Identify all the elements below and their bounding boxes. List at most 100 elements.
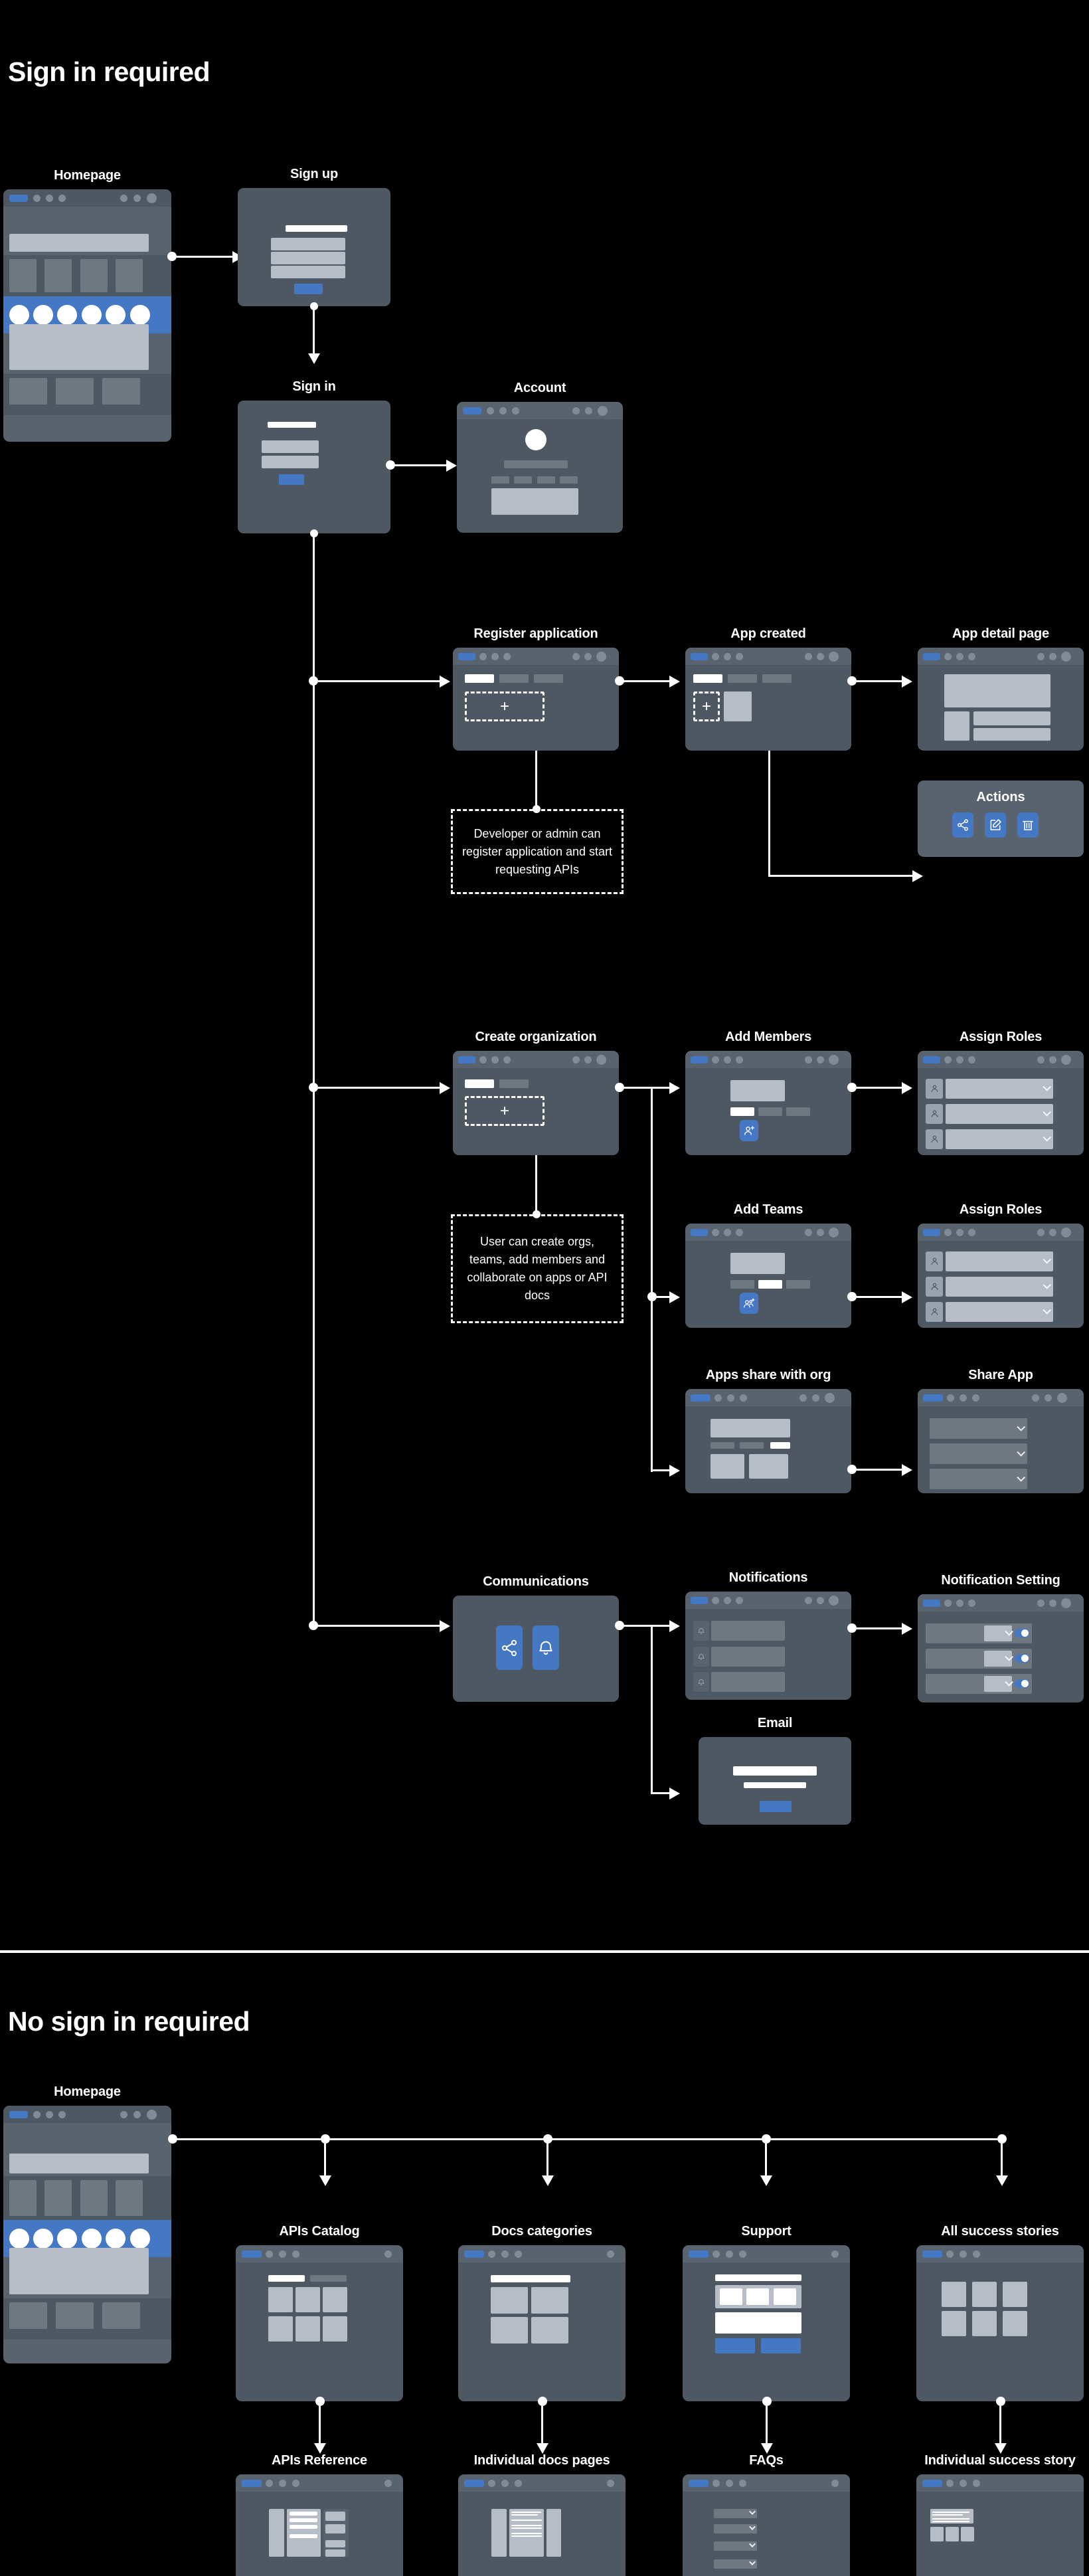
- notification-item[interactable]: [711, 1647, 785, 1667]
- notification-item[interactable]: [711, 1672, 785, 1692]
- node-communications[interactable]: Communications: [453, 1574, 619, 1702]
- tab[interactable]: [786, 1107, 810, 1116]
- node-notification-setting[interactable]: Notification Setting: [918, 1573, 1084, 1702]
- setting-select[interactable]: [984, 1676, 1012, 1692]
- node-assign-roles-teams[interactable]: Assign Roles: [918, 1202, 1084, 1328]
- story-card[interactable]: [942, 2311, 966, 2336]
- node-app-detail-page[interactable]: App detail page: [918, 626, 1084, 751]
- app-card[interactable]: [749, 1454, 788, 1479]
- api-card[interactable]: [268, 2287, 293, 2312]
- delete-icon[interactable]: [1017, 812, 1039, 838]
- node-actions[interactable]: Actions: [918, 781, 1084, 857]
- setting-row[interactable]: [926, 1623, 1032, 1643]
- add-organization-slot[interactable]: +: [465, 1096, 544, 1126]
- node-apps-share-with-org[interactable]: Apps share with org: [685, 1368, 851, 1493]
- node-email[interactable]: Email: [699, 1716, 851, 1825]
- edit-icon[interactable]: [985, 812, 1006, 838]
- api-card[interactable]: [323, 2287, 347, 2312]
- api-card[interactable]: [268, 2316, 293, 2342]
- node-account[interactable]: Account: [457, 381, 623, 533]
- api-card[interactable]: [323, 2316, 347, 2342]
- node-individual-docs-pages[interactable]: Individual docs pages: [458, 2453, 626, 2576]
- docs-card[interactable]: [531, 2287, 568, 2314]
- toggle-switch[interactable]: [1015, 1629, 1029, 1637]
- faq-accordion-row[interactable]: [714, 2541, 757, 2551]
- share-select[interactable]: [930, 1469, 1027, 1489]
- role-row[interactable]: [926, 1251, 1053, 1271]
- story-card[interactable]: [946, 2527, 959, 2541]
- role-row[interactable]: [926, 1079, 1053, 1099]
- tab-active[interactable]: [758, 1280, 782, 1289]
- tab[interactable]: [499, 1079, 529, 1088]
- node-create-organization[interactable]: Create organization +: [453, 1030, 619, 1155]
- role-select[interactable]: [946, 1079, 1053, 1099]
- tab-active[interactable]: [465, 1079, 494, 1088]
- node-individual-success-story[interactable]: Individual success story: [916, 2453, 1084, 2576]
- support-tab[interactable]: [746, 2288, 769, 2305]
- node-homepage-top[interactable]: Homepage: [3, 168, 171, 442]
- faq-accordion-row[interactable]: [714, 2524, 757, 2533]
- tab[interactable]: [499, 674, 529, 683]
- node-share-app[interactable]: Share App: [918, 1368, 1084, 1493]
- notification-row[interactable]: [693, 1647, 785, 1667]
- bell-icon[interactable]: [533, 1625, 559, 1670]
- app-card[interactable]: [711, 1454, 744, 1479]
- tab[interactable]: [728, 674, 757, 683]
- node-faqs[interactable]: FAQs: [683, 2453, 850, 2576]
- toggle-switch[interactable]: [1015, 1654, 1029, 1663]
- node-sign-up[interactable]: Sign up: [238, 167, 390, 306]
- add-user-icon[interactable]: [740, 1120, 758, 1141]
- node-apis-reference[interactable]: APIs Reference: [236, 2453, 403, 2576]
- add-group-icon[interactable]: [740, 1293, 758, 1314]
- story-card[interactable]: [961, 2527, 974, 2541]
- docs-card[interactable]: [491, 2317, 528, 2344]
- support-tab[interactable]: [774, 2288, 796, 2305]
- tab-active[interactable]: [693, 674, 722, 683]
- node-register-application[interactable]: Register application +: [453, 626, 619, 751]
- submit-button[interactable]: [294, 284, 323, 294]
- tab[interactable]: [762, 674, 792, 683]
- role-select[interactable]: [946, 1277, 1053, 1297]
- role-row[interactable]: [926, 1104, 1053, 1124]
- tab[interactable]: [786, 1280, 810, 1289]
- story-card[interactable]: [942, 2282, 966, 2307]
- setting-select[interactable]: [984, 1625, 1012, 1641]
- story-card[interactable]: [930, 2527, 944, 2541]
- support-message-box[interactable]: [715, 2312, 801, 2334]
- faq-accordion-row[interactable]: [714, 2508, 757, 2518]
- notification-row[interactable]: [693, 1621, 785, 1641]
- role-row[interactable]: [926, 1277, 1053, 1297]
- node-add-teams[interactable]: Add Teams: [685, 1202, 851, 1328]
- setting-row[interactable]: [926, 1674, 1032, 1694]
- tab[interactable]: [730, 1280, 754, 1289]
- filter-chip-active[interactable]: [268, 2275, 305, 2282]
- filter-chip[interactable]: [310, 2275, 347, 2282]
- email-cta-button[interactable]: [760, 1801, 792, 1812]
- tab[interactable]: [711, 1442, 734, 1449]
- tab[interactable]: [758, 1107, 782, 1116]
- notification-item[interactable]: [711, 1621, 785, 1641]
- api-card[interactable]: [295, 2287, 320, 2312]
- role-row[interactable]: [926, 1129, 1053, 1149]
- submit-button[interactable]: [279, 474, 304, 485]
- api-card[interactable]: [295, 2316, 320, 2342]
- node-homepage-bottom[interactable]: Homepage: [3, 2084, 171, 2363]
- story-card[interactable]: [972, 2311, 997, 2336]
- docs-card[interactable]: [531, 2317, 568, 2344]
- story-card[interactable]: [1003, 2282, 1027, 2307]
- toggle-switch[interactable]: [1015, 1679, 1029, 1688]
- node-support[interactable]: Support: [683, 2224, 850, 2401]
- node-app-created[interactable]: App created +: [685, 626, 851, 751]
- story-card[interactable]: [1003, 2311, 1027, 2336]
- setting-select[interactable]: [984, 1651, 1012, 1667]
- share-select[interactable]: [930, 1418, 1027, 1439]
- setting-row[interactable]: [926, 1649, 1032, 1669]
- role-select[interactable]: [946, 1129, 1053, 1149]
- node-notifications[interactable]: Notifications: [685, 1570, 851, 1700]
- support-button[interactable]: [761, 2338, 801, 2353]
- share-icon[interactable]: [952, 812, 973, 838]
- role-row[interactable]: [926, 1302, 1053, 1322]
- docs-card[interactable]: [491, 2287, 528, 2314]
- add-app-slot[interactable]: +: [465, 691, 544, 721]
- node-all-success-stories[interactable]: All success stories: [916, 2224, 1084, 2401]
